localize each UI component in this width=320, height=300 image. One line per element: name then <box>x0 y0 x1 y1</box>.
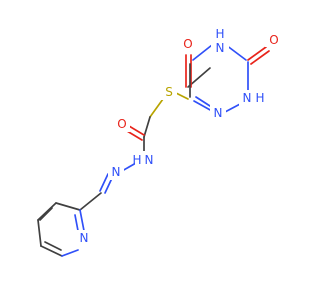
nitrogen-label-n1: N <box>214 106 223 120</box>
hydrogen-label-n4: H <box>215 27 224 41</box>
nitrogen-label-imine: N <box>112 165 121 179</box>
bond-n1-c6-double-a <box>193 100 213 112</box>
hydrogen-label-hydrazide: H <box>132 153 141 167</box>
bond-nh-c3 <box>225 44 247 61</box>
pyr-c6-n <box>61 249 79 257</box>
bond-n1-c6-double-b <box>195 96 211 107</box>
bond-layer <box>37 44 270 257</box>
nitrogen-label-n2: N <box>243 91 252 105</box>
bond-ch2-co <box>143 116 151 138</box>
bond-co-o-double-b <box>126 130 143 141</box>
pyr-c4-c5 <box>37 219 42 247</box>
bond-s-ch2 <box>149 98 164 118</box>
sulfur-label: S <box>165 85 173 99</box>
bond-c6-s <box>175 92 189 100</box>
bond-ch-pyridine <box>79 192 102 211</box>
bond-n-ch-double-a <box>99 173 109 192</box>
molecule-structure-diagram: O O H N N N H S O N H N N <box>37 27 283 257</box>
pyr-c5-c6-inner <box>44 241 62 251</box>
bond-c3-o-double-b <box>250 50 270 65</box>
oxygen-label-amide: O <box>117 117 126 131</box>
oxygen-label-c5: O <box>183 37 192 51</box>
bond-c3-o-double-a <box>247 46 267 61</box>
oxygen-label-c3: O <box>269 33 278 47</box>
bond-c5-nh <box>192 44 213 61</box>
pyr-c3-c4 <box>37 202 57 221</box>
nitrogen-label-pyridine: N <box>80 231 89 245</box>
pyr-c4-c4-inner <box>39 207 53 221</box>
bond-nh-n-imine <box>121 162 137 172</box>
hydrogen-label-n2: H <box>255 91 264 105</box>
bond-co-o-double-a <box>128 125 145 136</box>
pyr-c2-c3 <box>55 202 81 211</box>
pyr-c5-c6 <box>40 245 63 257</box>
nitrogen-label-n4: N <box>216 41 225 55</box>
nitrogen-label-hydrazide: N <box>145 153 154 167</box>
atom-label-layer: O O H N N N H S O N H N N <box>76 27 283 246</box>
